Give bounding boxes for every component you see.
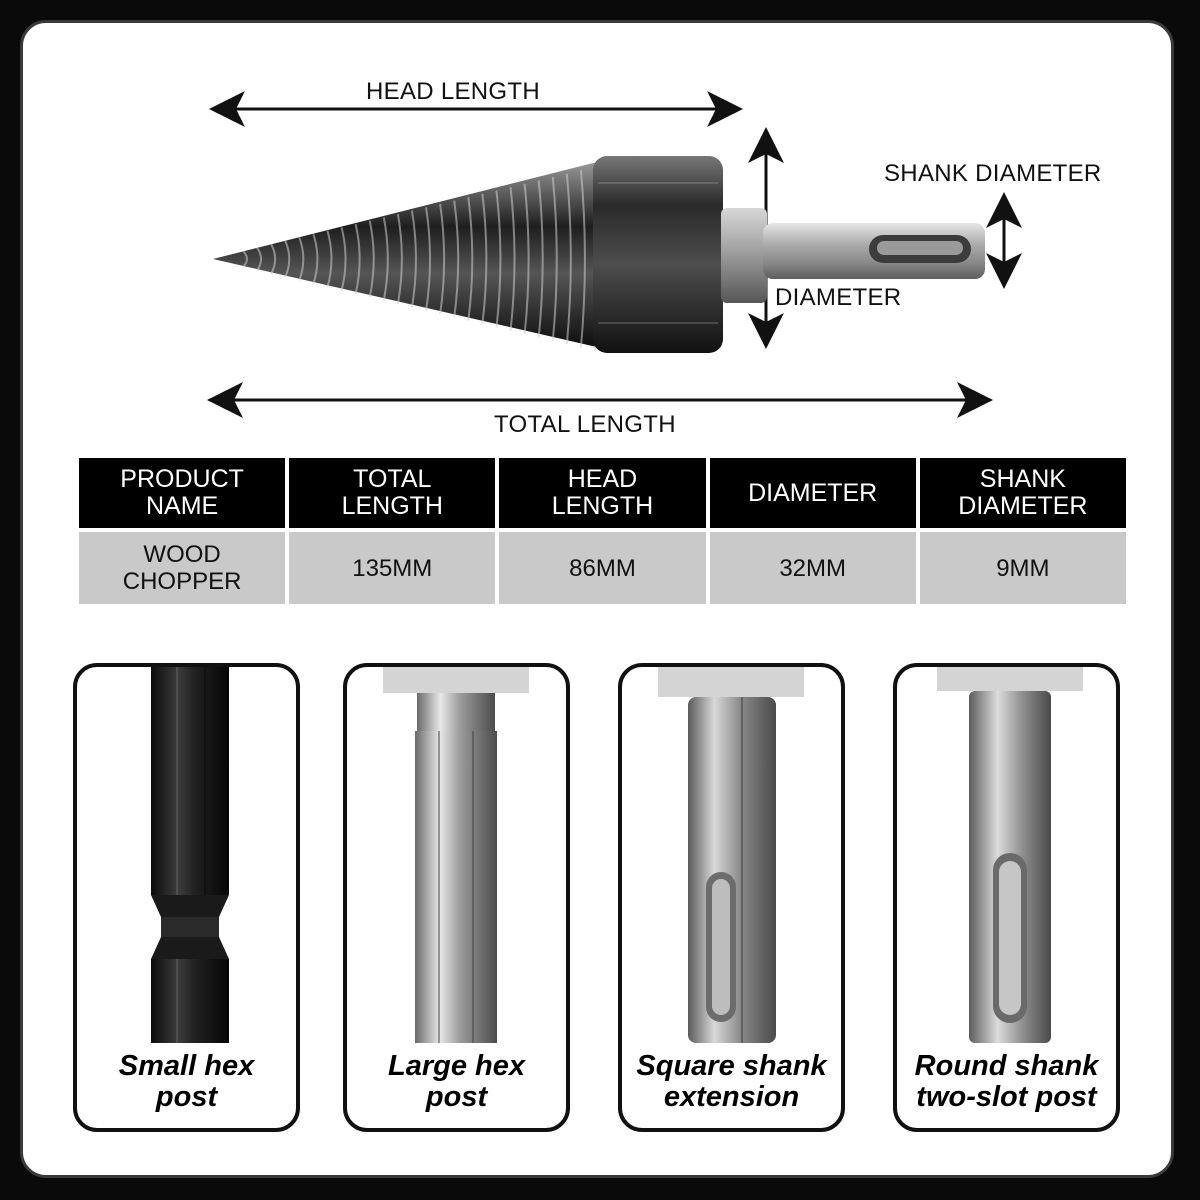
neck [721, 208, 767, 303]
collar [593, 156, 723, 353]
sds-shank [763, 223, 985, 279]
shank-diameter-label: SHANK DIAMETER [884, 160, 1102, 187]
shank-card-small-hex: Small hex post [73, 663, 300, 1132]
shank-card-square-shank: Square shank extension [618, 663, 845, 1132]
shank-card-label: Small hex post [118, 1050, 255, 1113]
header-diameter: DIAMETER [709, 458, 916, 528]
cell-head-length: 86MM [499, 532, 706, 604]
wood-splitter-bit-diagram [207, 91, 1022, 418]
shank-card-round-shank: Round shank two-slot post [893, 663, 1120, 1132]
cell-diameter: 32MM [709, 532, 916, 604]
cell-shank-diameter: 9MM [919, 532, 1126, 604]
cell-total-length: 135MM [289, 532, 496, 604]
large-hex-shank-icon [383, 667, 529, 1043]
round-shank-icon [937, 667, 1083, 1043]
total-length-label: TOTAL LENGTH [494, 411, 676, 438]
small-hex-shank-icon [151, 667, 229, 1043]
shank-card-label: Large hex post [388, 1050, 525, 1113]
square-shank-icon [658, 667, 804, 1043]
diameter-label: DIAMETER [775, 284, 902, 311]
threaded-cone [213, 161, 601, 352]
content-panel: HEAD LENGTH SHANK DIAMETER DIAMETER TOTA… [20, 20, 1174, 1178]
shank-card-label: Square shank extension [636, 1050, 827, 1113]
head-length-label: HEAD LENGTH [366, 78, 540, 105]
shank-card-large-hex: Large hex post [343, 663, 570, 1132]
shank-card-label: Round shank two-slot post [914, 1050, 1099, 1113]
